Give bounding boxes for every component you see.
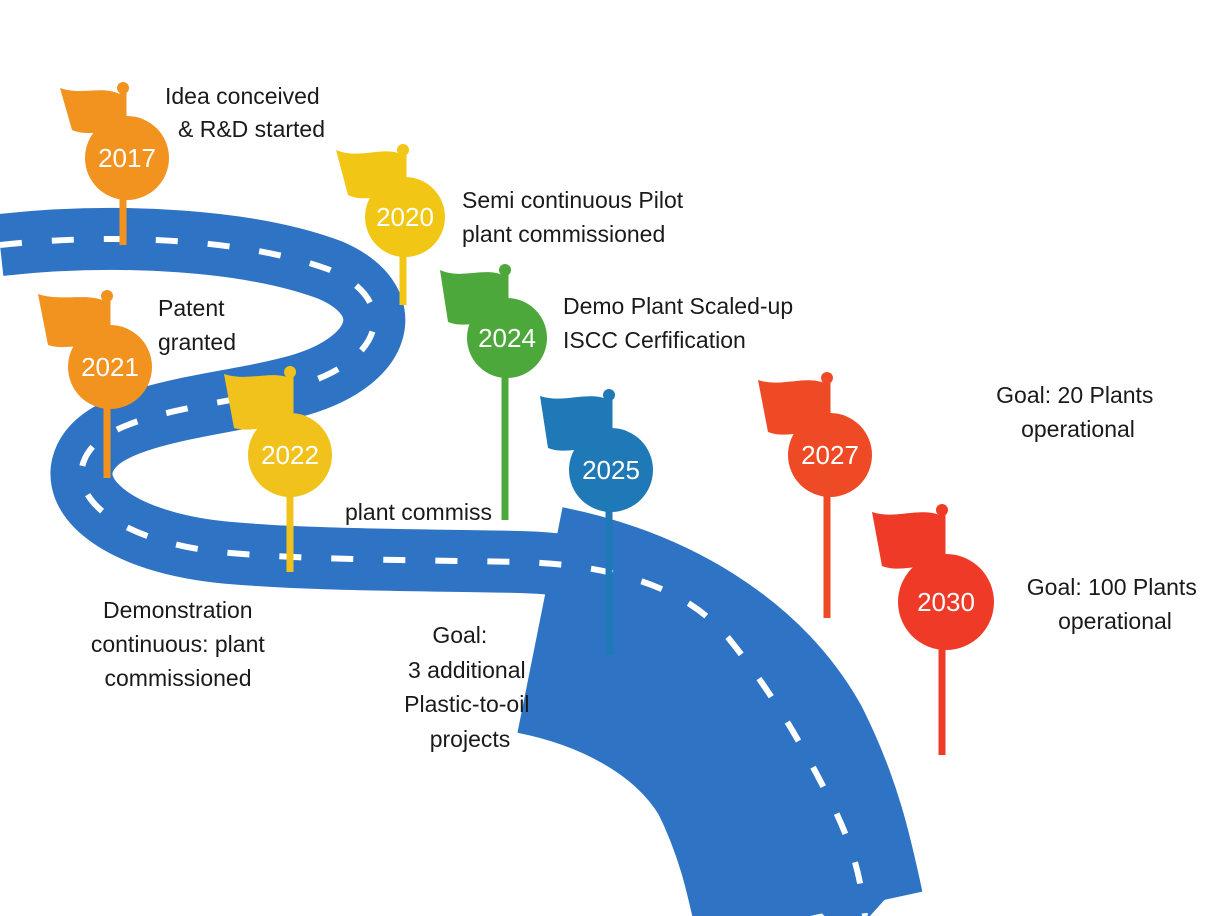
year-badge bbox=[68, 325, 152, 409]
year-text: 2027 bbox=[801, 440, 859, 470]
year-text: 2030 bbox=[917, 587, 975, 617]
year-badge bbox=[467, 298, 547, 378]
year-badge bbox=[788, 413, 872, 497]
stray-text: plant commiss bbox=[345, 499, 492, 525]
milestone-label: Goal: 100 Plants operational bbox=[1027, 574, 1203, 634]
milestone-label: Goal: 20 Plants operational bbox=[996, 382, 1160, 442]
road bbox=[0, 207, 923, 916]
flag-knob bbox=[397, 144, 409, 156]
flag-knob bbox=[284, 366, 296, 378]
flag-knob bbox=[117, 82, 129, 94]
year-text: 2017 bbox=[98, 143, 156, 173]
year-text: 2025 bbox=[582, 455, 640, 485]
flag-knob bbox=[603, 389, 615, 401]
milestone-2025: 2025 Goal: 3 additional Plastic-to-oil p… bbox=[404, 389, 653, 752]
milestone-2020: 2020 Semi continuous Pilot plant commiss… bbox=[336, 144, 690, 305]
milestone-2027: 2027 Goal: 20 Plants operational bbox=[758, 372, 1160, 618]
year-badge bbox=[365, 177, 445, 257]
flag-icon bbox=[872, 512, 942, 572]
milestone-label: Patent granted bbox=[158, 295, 236, 355]
flag-knob bbox=[101, 290, 113, 302]
year-badge bbox=[898, 554, 994, 650]
year-badge bbox=[85, 116, 169, 200]
year-badge bbox=[569, 428, 653, 512]
year-text: 2021 bbox=[81, 352, 139, 382]
milestone-2030: 2030 Goal: 100 Plants operational bbox=[872, 504, 1203, 755]
year-badge bbox=[248, 413, 332, 497]
flag-knob bbox=[821, 372, 833, 384]
flag-knob bbox=[936, 504, 948, 516]
milestone-label: Idea conceived & R&D started bbox=[165, 83, 326, 142]
milestone-2021: 2021 Patent granted bbox=[38, 290, 236, 478]
year-text: 2020 bbox=[376, 202, 434, 232]
year-text: 2022 bbox=[261, 440, 319, 470]
milestone-label: Demo Plant Scaled-up ISCC Cerfification bbox=[563, 293, 800, 353]
milestone-2024: 2024 Demo Plant Scaled-up ISCC Cerfifica… bbox=[440, 264, 800, 520]
milestone-label: Demonstration continuous: plant commissi… bbox=[91, 597, 271, 691]
milestone-label: Goal: 3 additional Plastic-to-oil projec… bbox=[404, 622, 536, 752]
road-center-line bbox=[0, 235, 868, 916]
flag-knob bbox=[499, 264, 511, 276]
milestone-2022: 2022 Demonstration continuous: plant com… bbox=[91, 366, 332, 691]
milestone-label: Semi continuous Pilot plant commissioned bbox=[462, 187, 690, 247]
year-text: 2024 bbox=[478, 323, 536, 353]
road-segment-lower bbox=[515, 507, 923, 916]
milestone-2017: 2017 Idea conceived & R&D started bbox=[60, 82, 326, 245]
